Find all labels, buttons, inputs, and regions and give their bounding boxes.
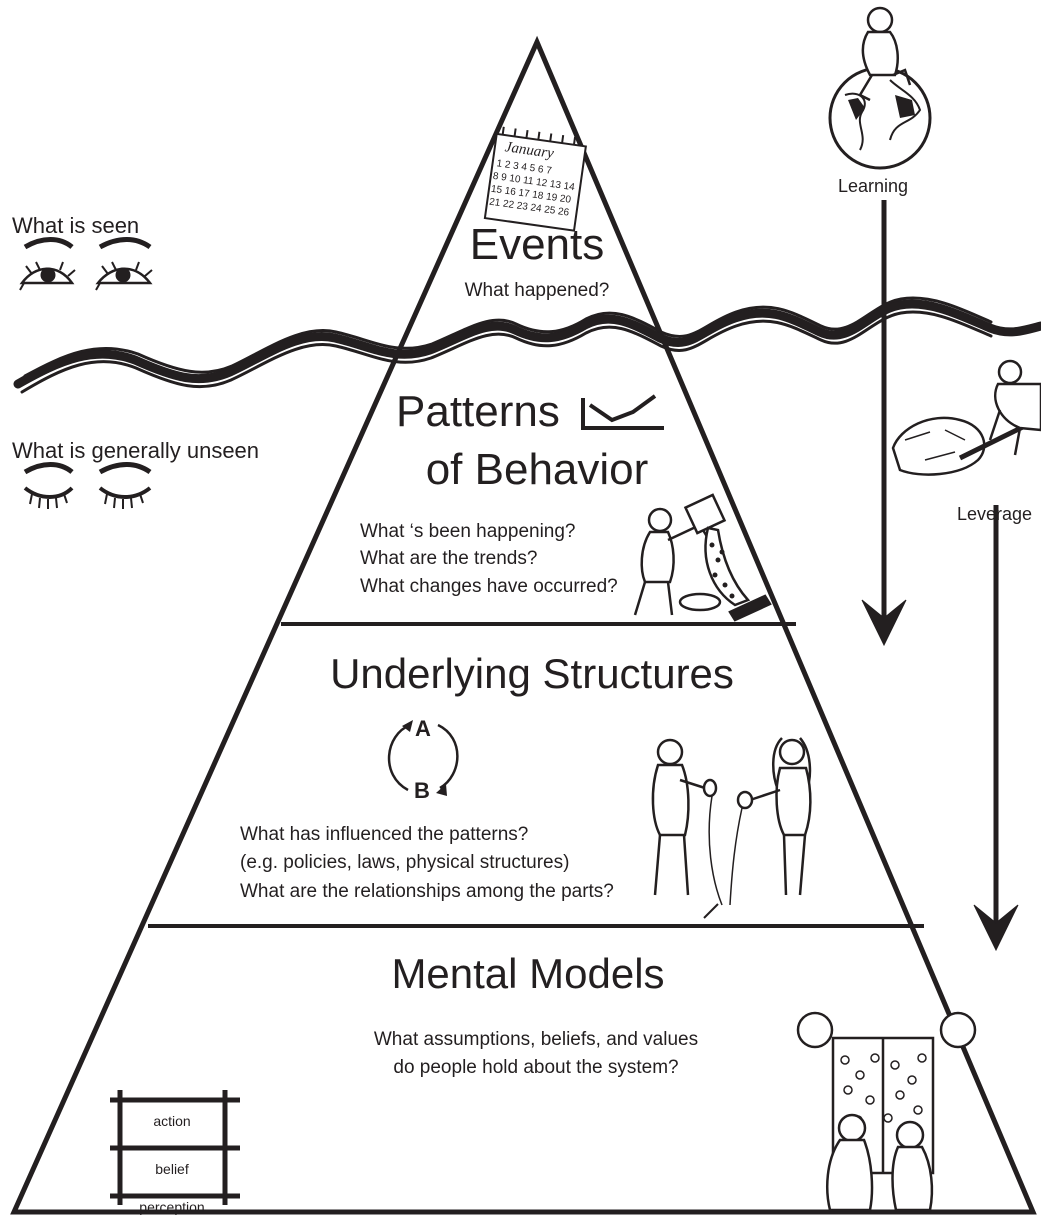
loop-node-a: A bbox=[415, 716, 431, 741]
mental-models-level: Mental Models What assumptions, beliefs,… bbox=[110, 950, 977, 1215]
patterns-question-2: What are the trends? bbox=[360, 548, 537, 569]
patterns-question-3: What changes have occurred? bbox=[360, 576, 618, 597]
learning-label: Learning bbox=[838, 176, 908, 196]
ladder-of-inference-icon: action belief perception bbox=[110, 1090, 240, 1215]
what-is-seen-label: What is seen bbox=[12, 213, 139, 238]
structures-question-2: (e.g. policies, laws, physical structure… bbox=[240, 852, 569, 873]
mental-models-title: Mental Models bbox=[391, 950, 664, 997]
open-eyes-icon bbox=[19, 237, 153, 291]
ladder-rung-belief: belief bbox=[155, 1161, 189, 1177]
structures-question-1: What has influenced the patterns? bbox=[240, 824, 528, 845]
what-is-generally-unseen-label: What is generally unseen bbox=[12, 438, 259, 463]
patterns-level: Patterns of Behavior What ‘s been happen… bbox=[360, 387, 772, 622]
right-labels: Learning Leverage bbox=[828, 6, 1041, 952]
ladder-rung-action: action bbox=[153, 1113, 190, 1129]
patterns-question-1: What ‘s been happening? bbox=[360, 521, 576, 542]
leverage-arrow bbox=[973, 505, 1019, 952]
two-people-at-window-icon bbox=[796, 1011, 977, 1212]
calendar-icon: January 1 2 3 4 5 6 7 8 9 10 11 12 13 14… bbox=[483, 126, 587, 232]
waterline bbox=[13, 296, 1041, 394]
calendar-month: January bbox=[504, 139, 555, 162]
globe-icon bbox=[828, 66, 932, 170]
events-title: Events bbox=[470, 220, 605, 269]
events-level: January 1 2 3 4 5 6 7 8 9 10 11 12 13 14… bbox=[465, 126, 610, 301]
person-sitting-on-globe-icon bbox=[858, 6, 912, 102]
pyramid-outline bbox=[10, 35, 1037, 1215]
mental-models-question-2: do people hold about the system? bbox=[393, 1057, 678, 1078]
two-people-tin-can-phone-icon bbox=[651, 737, 812, 919]
rock-and-lever-icon bbox=[891, 359, 1041, 476]
structures-level: Underlying Structures A B What has influ… bbox=[240, 650, 812, 919]
trend-chart-icon bbox=[581, 394, 664, 430]
structures-title: Underlying Structures bbox=[330, 650, 734, 697]
patterns-title-line2: of Behavior bbox=[426, 445, 649, 494]
closed-eyes-icon bbox=[23, 462, 152, 509]
structures-question-3: What are the relationships among the par… bbox=[240, 881, 614, 902]
patterns-title-line1: Patterns bbox=[396, 387, 560, 436]
ladder-rung-perception: perception bbox=[139, 1199, 204, 1215]
pyramid bbox=[10, 35, 1037, 1215]
feedback-loop-icon: A B bbox=[387, 716, 459, 803]
events-question-1: What happened? bbox=[465, 280, 610, 301]
left-labels: What is seen What is generally unseen bbox=[12, 213, 259, 509]
person-pouring-bucket-icon bbox=[633, 493, 772, 622]
mental-models-question-1: What assumptions, beliefs, and values bbox=[374, 1029, 698, 1050]
loop-node-b: B bbox=[414, 778, 430, 803]
learning-arrow bbox=[861, 200, 907, 647]
